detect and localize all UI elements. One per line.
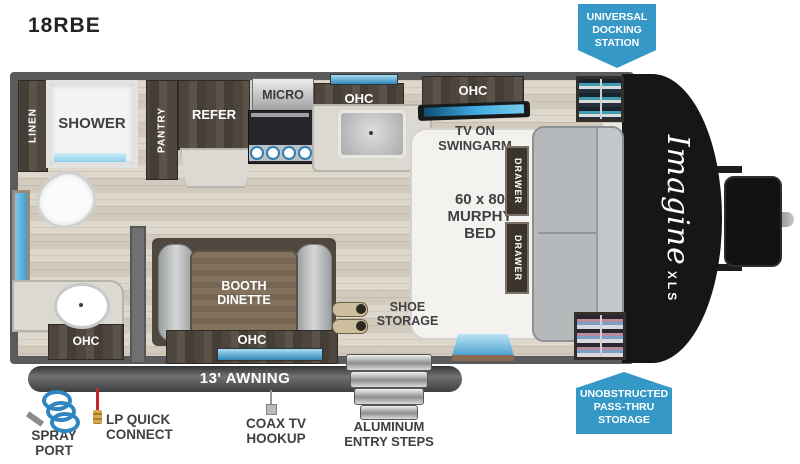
dinette-window bbox=[217, 348, 323, 361]
shower: SHOWER bbox=[46, 80, 138, 168]
wardrobe-front-bottom bbox=[574, 312, 626, 360]
kitchen-sink bbox=[338, 110, 406, 158]
shoe-icon bbox=[332, 319, 368, 334]
entry-step bbox=[346, 354, 432, 371]
stove bbox=[248, 110, 314, 164]
dinette-bench-right bbox=[296, 244, 332, 342]
sofa-cushion-divider bbox=[538, 232, 596, 234]
entry-steps-label: ALUMINUM ENTRY STEPS bbox=[344, 419, 434, 449]
universal-docking-station-badge: UNIVERSAL DOCKING STATION bbox=[578, 4, 656, 68]
tv-screen bbox=[423, 104, 525, 117]
linen-cabinet: LINEN bbox=[18, 80, 48, 172]
bath-sink bbox=[54, 283, 110, 329]
dinette-overhead-cabinet: OHC bbox=[166, 330, 338, 364]
spray-port-label: SPRAY PORT bbox=[31, 428, 77, 459]
burner-icon bbox=[282, 146, 296, 160]
dinette-table: BOOTH DINETTE bbox=[190, 250, 298, 338]
entry-door-sill bbox=[452, 355, 514, 361]
entry-step bbox=[354, 388, 424, 405]
burner-icon bbox=[266, 146, 280, 160]
pass-thru-storage-badge: UNOBSTRUCTED PASS-THRU STORAGE bbox=[576, 372, 672, 434]
kitchen-window bbox=[330, 74, 398, 85]
wardrobe-divider bbox=[600, 79, 602, 119]
brand-name: Imagine bbox=[660, 134, 695, 266]
bathroom-wall bbox=[130, 226, 146, 364]
brand-sub: XLS bbox=[665, 270, 679, 304]
hitch-frame-bar-bottom bbox=[706, 264, 742, 271]
shower-label: SHOWER bbox=[58, 114, 126, 132]
shoe-icon bbox=[332, 302, 368, 317]
spray-hose-icon bbox=[50, 412, 80, 433]
sink-drain bbox=[369, 131, 373, 135]
coax-cable-icon bbox=[270, 390, 272, 406]
wardrobe-front-top bbox=[576, 76, 624, 122]
sofa bbox=[532, 126, 624, 342]
shower-threshold bbox=[54, 153, 126, 162]
stove-handle bbox=[251, 113, 309, 117]
drawer-top: DRAWER bbox=[505, 146, 529, 216]
brand-logo: ImagineXLS bbox=[649, 119, 695, 319]
hitch-frame-bar-top bbox=[706, 166, 742, 173]
tv-swingarm-label: TV ON SWINGARM bbox=[438, 123, 512, 153]
propane-tank-cover bbox=[724, 176, 782, 267]
drawer-bottom: DRAWER bbox=[505, 222, 529, 294]
sofa-backrest bbox=[596, 128, 622, 340]
coax-connector-icon bbox=[266, 404, 277, 415]
entry-step bbox=[360, 405, 418, 420]
pantry-cabinet: PANTRY bbox=[146, 80, 178, 180]
stove-burners bbox=[249, 145, 313, 161]
dinette-ohc-label: OHC bbox=[237, 331, 267, 347]
burner-icon bbox=[298, 146, 312, 160]
bath-overhead-cabinet: OHC bbox=[48, 324, 124, 360]
microwave: MICRO bbox=[252, 78, 314, 112]
murphy-bed-label: 60 x 80 MURPHY BED bbox=[447, 191, 513, 242]
entry-step bbox=[350, 371, 428, 388]
rear-window bbox=[12, 190, 30, 292]
lp-quick-connect-label: LP QUICK CONNECT bbox=[106, 412, 173, 443]
bed-overhead-cabinet: OHC bbox=[422, 76, 524, 106]
bath-sink-drain bbox=[79, 303, 83, 307]
model-title: 18RBE bbox=[28, 14, 101, 37]
wardrobe-divider bbox=[600, 315, 602, 357]
coax-tv-hookup-label: COAX TV HOOKUP bbox=[245, 416, 306, 447]
entry-door bbox=[452, 334, 514, 356]
lp-fitting-icon bbox=[93, 410, 102, 424]
spray-nozzle-icon bbox=[25, 411, 45, 427]
burner-icon bbox=[250, 146, 264, 160]
refrigerator: REFER bbox=[178, 80, 250, 150]
dinette-bench-left bbox=[158, 244, 194, 342]
shoe-storage-label: SHOE STORAGE bbox=[376, 300, 439, 328]
refer-counter bbox=[180, 148, 252, 188]
lp-line-icon bbox=[96, 388, 99, 412]
